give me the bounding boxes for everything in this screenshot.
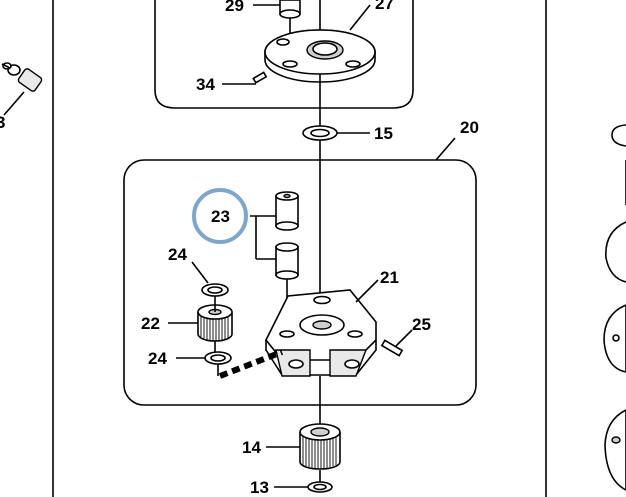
- part-21-housing: 21: [265, 268, 399, 377]
- callout-23: 23: [211, 207, 230, 226]
- callout-27: 27: [375, 0, 394, 13]
- part-22-gear: 22: [141, 296, 233, 342]
- callout-24-bottom: 24: [148, 349, 167, 368]
- part-27-flange: 27: [264, 0, 394, 83]
- top-assembly-frame: [154, 0, 414, 109]
- part-13-washer: 13: [250, 470, 333, 497]
- part-14-gear: 14: [242, 423, 341, 470]
- part-15-washer: 15: [302, 124, 393, 143]
- part-23-pins: 23: [192, 188, 299, 318]
- part-24-washer-bottom: 24: [148, 341, 232, 368]
- callout-13: 13: [250, 478, 269, 497]
- callout-34: 34: [196, 75, 215, 94]
- callout-23-highlight-circle: [192, 188, 248, 244]
- callout-25: 25: [412, 315, 431, 334]
- right-panel-parts: [603, 124, 626, 491]
- left-panel-fitting: 3: [0, 62, 43, 132]
- callout-24-top: 24: [168, 245, 187, 264]
- part-20-assembly-frame: 20: [123, 118, 479, 406]
- drive-band-dashed: [218, 349, 284, 379]
- callout-14: 14: [242, 438, 261, 457]
- callout-left-edge: 3: [0, 113, 5, 132]
- callout-29: 29: [225, 0, 244, 15]
- callout-20: 20: [460, 118, 479, 137]
- part-25-pin: 25: [380, 315, 431, 357]
- callout-22: 22: [141, 314, 160, 333]
- callout-15: 15: [374, 124, 393, 143]
- part-34-dowel: 34: [196, 71, 268, 94]
- part-29-pin: 29: [225, 0, 301, 19]
- callout-21: 21: [380, 268, 399, 287]
- part-24-washer-top: 24: [168, 245, 229, 297]
